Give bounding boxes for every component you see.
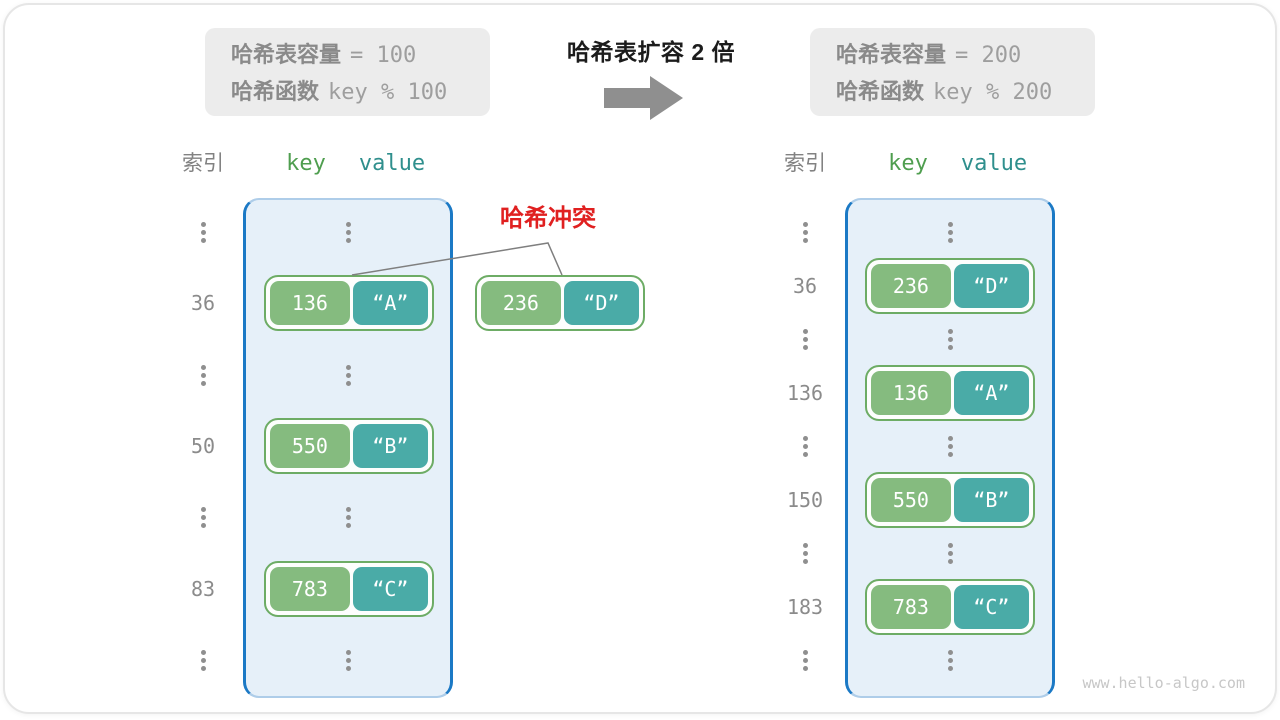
new-index-36: 36 [792, 274, 818, 298]
old-function-line: 哈希函数 key % 100 [231, 74, 490, 111]
old-bucket-ellipsis [313, 222, 383, 243]
entry-value: “C” [953, 585, 1029, 629]
entry-value: “D” [953, 264, 1029, 308]
old-col-header-value: value [358, 151, 426, 176]
new-index-ellipsis [770, 650, 840, 671]
new-index-183: 183 [786, 595, 824, 619]
new-bucket-ellipsis [915, 543, 985, 564]
new-col-header-key: key [888, 151, 928, 176]
old-function-label: 哈希函数 [231, 79, 320, 104]
old-entry-136-A: 136 “A” [264, 275, 434, 331]
old-bucket-ellipsis [313, 365, 383, 386]
new-config-box: 哈希表容量 = 200 哈希函数 key % 200 [810, 28, 1095, 116]
collision-connector-lines [351, 242, 563, 276]
old-bucket-ellipsis [313, 507, 383, 528]
new-index-ellipsis [770, 329, 840, 350]
new-index-ellipsis [770, 222, 840, 243]
old-capacity-value: = 100 [350, 43, 417, 68]
entry-value: “B” [953, 478, 1029, 522]
old-capacity-line: 哈希表容量 = 100 [231, 37, 490, 74]
entry-key: 550 [871, 478, 951, 522]
figure-card-background [3, 3, 1277, 714]
new-function-value: key % 200 [933, 80, 1053, 105]
old-entry-783-C: 783 “C” [264, 561, 434, 617]
new-index-136: 136 [786, 381, 824, 405]
old-index-83: 83 [190, 577, 216, 601]
new-entry-550-B: 550 “B” [865, 472, 1035, 528]
new-bucket-ellipsis [915, 222, 985, 243]
new-function-label: 哈希函数 [836, 79, 925, 104]
old-col-header-key: key [286, 151, 326, 176]
new-function-line: 哈希函数 key % 200 [836, 74, 1095, 111]
entry-key: 550 [270, 424, 350, 468]
figure-title: 哈希表扩容 2 倍 [566, 39, 736, 65]
new-bucket-ellipsis [915, 436, 985, 457]
new-capacity-label: 哈希表容量 [836, 42, 947, 67]
new-capacity-value: = 200 [955, 43, 1022, 68]
entry-key: 136 [871, 371, 951, 415]
entry-key: 236 [481, 281, 561, 325]
entry-value: “C” [352, 567, 428, 611]
new-bucket-ellipsis [915, 650, 985, 671]
entry-value: “A” [352, 281, 428, 325]
new-entry-236-D: 236 “D” [865, 258, 1035, 314]
old-bucket-ellipsis [313, 650, 383, 671]
new-capacity-line: 哈希表容量 = 200 [836, 37, 1095, 74]
collision-entry-236-D: 236 “D” [475, 275, 645, 331]
old-entry-550-B: 550 “B” [264, 418, 434, 474]
new-entry-136-A: 136 “A” [865, 365, 1035, 421]
old-index-ellipsis [168, 365, 238, 386]
old-config-box: 哈希表容量 = 100 哈希函数 key % 100 [205, 28, 490, 116]
old-index-36: 36 [190, 291, 216, 315]
old-col-header-index: 索引 [182, 152, 224, 175]
new-entry-783-C: 783 “C” [865, 579, 1035, 635]
entry-key: 236 [871, 264, 951, 308]
entry-key: 136 [270, 281, 350, 325]
entry-value: “B” [352, 424, 428, 468]
watermark: www.hello-algo.com [1082, 674, 1245, 692]
new-index-ellipsis [770, 543, 840, 564]
new-bucket-ellipsis [915, 329, 985, 350]
old-index-ellipsis [168, 650, 238, 671]
new-col-header-value: value [960, 151, 1028, 176]
new-index-ellipsis [770, 436, 840, 457]
old-index-50: 50 [190, 434, 216, 458]
collision-label: 哈希冲突 [500, 205, 596, 232]
entry-key: 783 [270, 567, 350, 611]
old-function-value: key % 100 [328, 80, 448, 105]
old-index-ellipsis [168, 222, 238, 243]
entry-key: 783 [871, 585, 951, 629]
old-capacity-label: 哈希表容量 [231, 42, 342, 67]
new-index-150: 150 [786, 488, 824, 512]
entry-value: “A” [953, 371, 1029, 415]
entry-value: “D” [563, 281, 639, 325]
old-index-ellipsis [168, 507, 238, 528]
expand-arrow-icon [604, 76, 683, 120]
new-col-header-index: 索引 [784, 152, 826, 175]
